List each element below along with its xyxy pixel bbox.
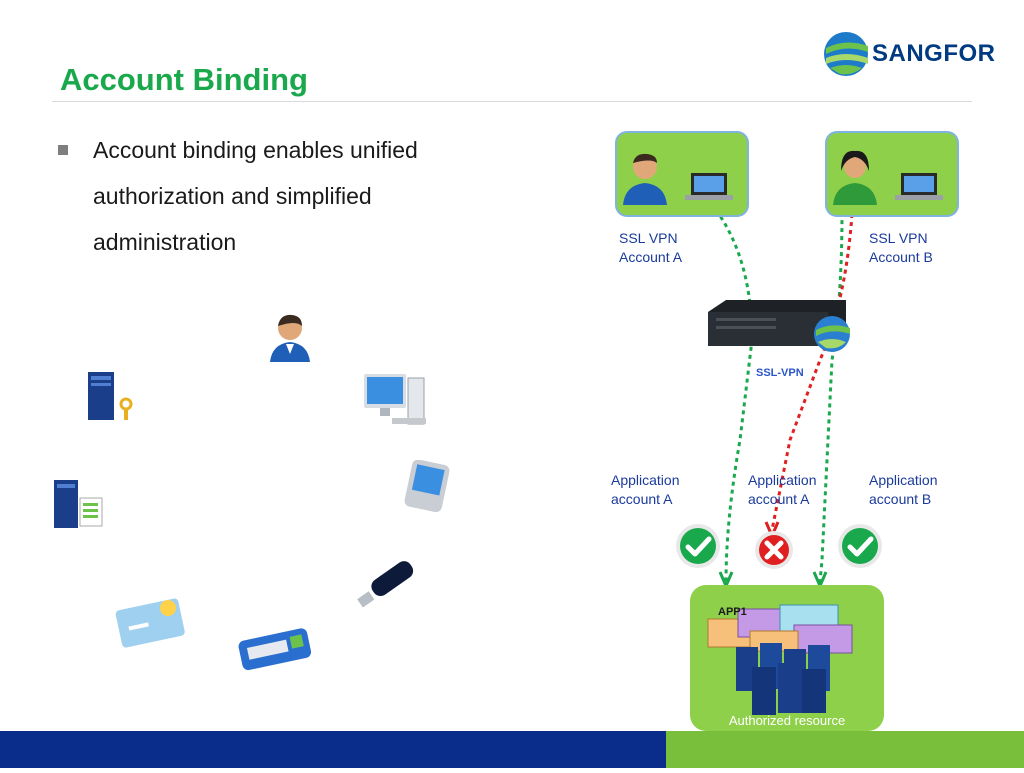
ssl-vpn-appliance (706, 296, 858, 358)
app-label-1: Application account A (611, 471, 680, 509)
user-b-label: SSL VPN Account B (869, 229, 933, 267)
sangfor-logo-icon (822, 30, 872, 80)
app-label-2-line-2: account A (748, 491, 810, 507)
bullet-line-3: administration (93, 229, 237, 255)
app-label-3-line-2: account B (869, 491, 932, 507)
footer-bar-blue (0, 731, 666, 768)
bullet-line-1: Account binding enables unified (93, 137, 418, 163)
user-icon (620, 132, 621, 133)
id-card-icon (114, 592, 192, 648)
app-label-2-line-1: Application (748, 472, 817, 488)
x-icon (754, 530, 794, 570)
check-icon (674, 522, 722, 570)
bullet-line-2: authorization and simplified (93, 183, 372, 209)
app-label-1-line-1: Application (611, 472, 680, 488)
check-icon (836, 522, 884, 570)
user-icon (266, 310, 314, 362)
user-b-box (825, 131, 959, 217)
title-divider (52, 101, 972, 102)
pda-icon (402, 459, 454, 513)
logo-text: SANGFOR (872, 40, 996, 67)
app-label-1-line-2: account A (611, 491, 673, 507)
ssl-vpn-label: SSL-VPN (756, 367, 804, 379)
app-label-3: Application account B (869, 471, 938, 509)
app-label-3-line-1: Application (869, 472, 938, 488)
user-a-label-line-1: SSL VPN (619, 230, 678, 246)
server-key-icon (86, 370, 136, 422)
user-a-label: SSL VPN Account A (619, 229, 682, 267)
usb-key-icon (356, 560, 418, 612)
user-b-label-line-1: SSL VPN (869, 230, 928, 246)
token-icon (238, 626, 314, 674)
authorized-resource-caption: Authorized resource (728, 713, 846, 728)
app-label-2: Application account A (748, 471, 817, 509)
user-a-box (615, 131, 749, 217)
laptop-icon (686, 170, 687, 171)
footer-bar-green (666, 731, 1024, 768)
authorized-resource-box (690, 585, 884, 731)
user-b-label-line-2: Account B (869, 249, 933, 265)
desktop-computer-icon (362, 372, 428, 426)
bullet-marker (58, 145, 68, 155)
app-tile-label: APP1 (718, 606, 747, 618)
server-doc-icon (52, 478, 104, 530)
user-a-label-line-2: Account A (619, 249, 683, 265)
page-title: Account Binding (60, 62, 308, 97)
